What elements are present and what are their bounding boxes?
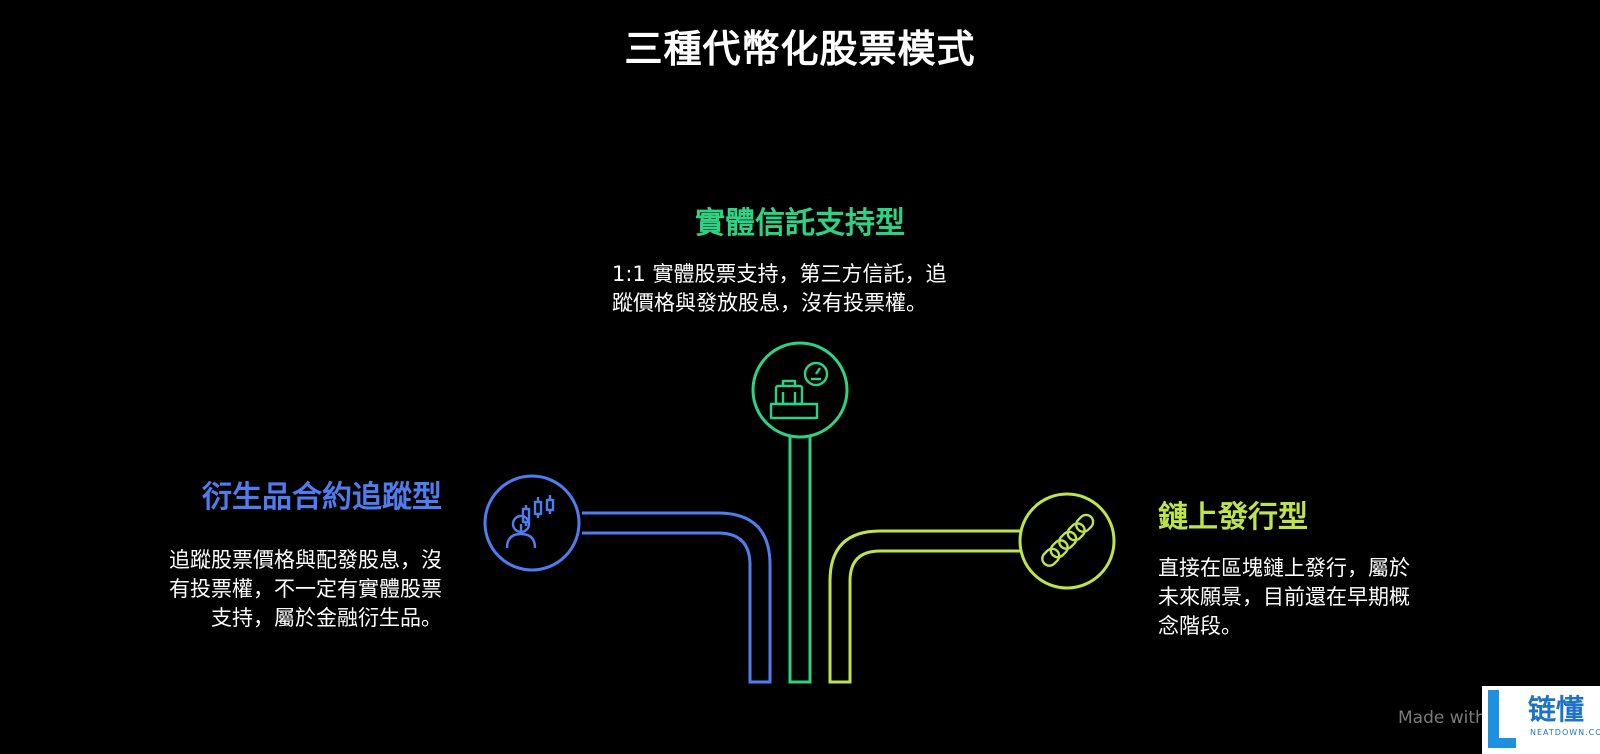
center-desc-line-1: 1:1 實體股票支持，第三方信託，追 [612, 262, 947, 286]
trader-chart-icon [505, 495, 555, 549]
center-desc-line-2: 蹤價格與發放股息，沒有投票權。 [612, 291, 927, 315]
logo-brand-text: 链懂 [1528, 693, 1585, 726]
center-description: 1:1 實體股票支持，第三方信託，追 蹤價格與發放股息，沒有投票權。 [612, 260, 992, 318]
right-desc-line-3: 念階段。 [1158, 614, 1242, 638]
left-desc-line-3: 支持，屬於金融衍生品。 [211, 606, 442, 630]
left-description: 追蹤股票價格與配發股息，沒 有投票權，不一定有實體股票 支持，屬於金融衍生品。 [122, 546, 442, 633]
right-desc-line-2: 未來願景，目前還在早期概 [1158, 585, 1410, 609]
right-heading: 鏈上發行型 [1158, 500, 1308, 535]
left-heading: 衍生品合約追蹤型 [202, 480, 442, 515]
logo-brand-sub: NEATDOWN.COM [1530, 728, 1600, 737]
right-pipe [828, 529, 1020, 684]
left-pipe [582, 511, 772, 684]
right-node [1018, 492, 1116, 590]
right-desc-line-1: 直接在區塊鏈上發行，屬於 [1158, 556, 1410, 580]
left-desc-line-1: 追蹤股票價格與配發股息，沒 [169, 548, 442, 572]
page-title: 三種代幣化股票模式 [624, 27, 976, 71]
left-node [483, 474, 581, 572]
chain-icon [1041, 513, 1095, 567]
made-with-text: Made with [1398, 708, 1486, 728]
trust-scale-icon [769, 361, 829, 420]
brand-logo[interactable]: 链懂 NEATDOWN.COM [1482, 686, 1600, 754]
center-node [751, 341, 849, 439]
center-heading: 實體信託支持型 [695, 206, 905, 241]
right-description: 直接在區塊鏈上發行，屬於 未來願景，目前還在早期概 念階段。 [1158, 554, 1458, 641]
logo-mark-icon [1488, 690, 1516, 748]
center-pipe [788, 432, 812, 684]
left-desc-line-2: 有投票權，不一定有實體股票 [169, 577, 442, 601]
